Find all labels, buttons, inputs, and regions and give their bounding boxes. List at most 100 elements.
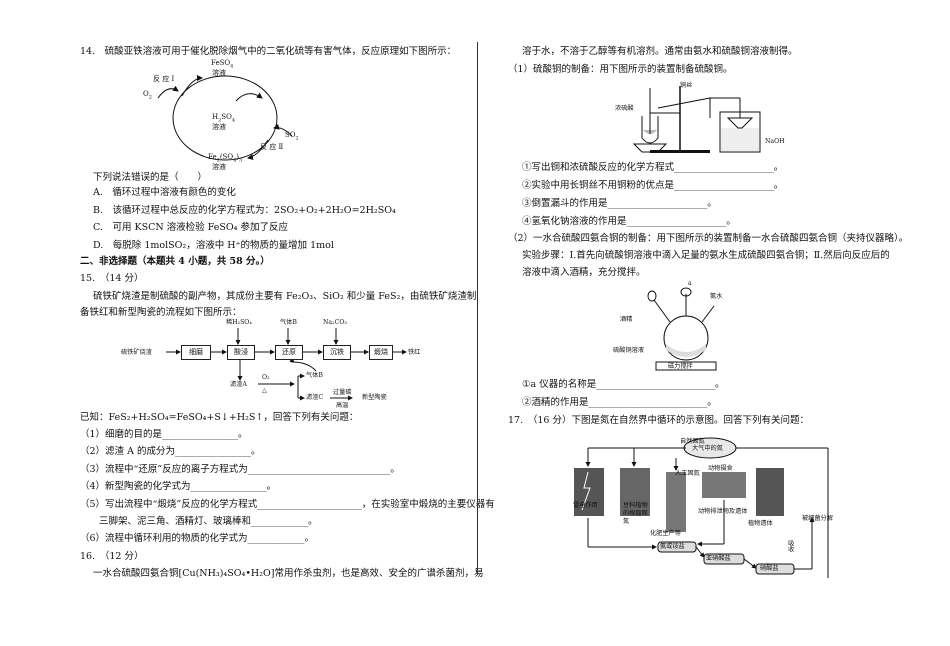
flow-end: 铁红: [408, 349, 421, 356]
q16-intro-cont: 溶于水，不溶于乙醇等有机溶剂。通常由氨水和硫酸铜溶液制得。: [522, 46, 798, 57]
q15-intro-1: 硫铁矿烧渣是制硫酸的副产物，其成份主要有 Fe₂O₃、SiO₂ 和少量 FeS₂…: [93, 291, 477, 302]
q14-option-d: D. 每脱除 1molSO₂，溶液中 H⁺的物质的量增加 1mol: [93, 240, 334, 251]
flow-step-acid-leach: 酸浸: [227, 345, 255, 360]
q15-q1: （1）细磨的目的是________________。: [80, 429, 248, 440]
animals-photo: [702, 472, 746, 498]
q16-part-1: （1）硫酸铜的制备：用下图所示的装置制备硫酸铜。: [508, 64, 733, 75]
bacteria-label: 被细菌分解: [802, 515, 833, 522]
copper-sulfate-apparatus: [632, 86, 761, 153]
q15-known: 已知：FeS₂+H₂SO₄=FeSO₄+S↓+H₂S↑，回答下列有关问题：: [80, 412, 359, 423]
h2so4-solution-label: 溶液: [212, 123, 226, 131]
flow-reagent-acid: 稀H₂SO₄: [226, 319, 252, 326]
magnetic-stirrer-label: 磁力搅拌: [668, 363, 693, 370]
flow-reagent-na2co3: Na₂CO₃: [323, 319, 347, 326]
q16-p1-q4: ④氢氧化钠溶液的作用是_____________________。: [522, 216, 736, 227]
flow-gas-b: 气体B: [306, 372, 323, 379]
flow-step-reduce: 还原: [275, 345, 303, 360]
h2so4-arrow: [235, 92, 263, 102]
q15-q4: （4）新型陶瓷的化学式为________________。: [80, 481, 277, 492]
ammonia-label: 氨水: [710, 293, 723, 300]
q14-option-c: C. 可用 KSCN 溶液检验 FeSO₄ 参加了反应: [93, 222, 289, 233]
q16-head: 16. （12 分）: [80, 551, 144, 562]
q15-flowchart-lines: [166, 328, 407, 401]
q16-intro-1: 一水合硫酸四氨合铜[Cu(NH₃)₄SO₄•H₂O]常用作杀虫剂，也是高效、安全…: [93, 568, 484, 579]
q15-head: 15. （14 分）: [80, 273, 144, 284]
q16-p1-q1: ①写出铜和浓硫酸反应的化学方程式_____________________。: [522, 162, 784, 173]
q14-option-a: A. 循环过程中溶液有颜色的变化: [93, 187, 236, 198]
natural-fixation-label: 自然固氮: [680, 438, 705, 445]
q16-p1-q3: ③倒置漏斗的作用是_____________________。: [522, 198, 717, 209]
q15-q2: （2）滤渣 A 的成分为________________。: [80, 446, 261, 457]
flow-step-precipitate: 沉铁: [323, 345, 351, 360]
legume-label: 豆科植物的根瘤固氮: [623, 502, 648, 525]
fe2so43-solution-label: 溶液: [212, 163, 226, 171]
cycle-arrow-1: [181, 75, 203, 97]
legume-photo: [620, 468, 650, 516]
air-n2-label: 大气中的氮: [692, 445, 723, 452]
nitrogen-cycle-diagram: [574, 437, 829, 578]
flow-step-grind: 细磨: [181, 345, 211, 360]
q15-intro-2: 备铁红和新型陶瓷的流程如下图所示：: [80, 307, 242, 318]
cycle-arrow-2: [247, 139, 269, 160]
nitrate-label: 硝酸盐: [760, 565, 779, 572]
q15-q3: （3）流程中“还原”反应的离子方程式为_____________________…: [80, 464, 400, 475]
q16-steps-1: 实验步骤：Ⅰ.首先向硫酸铜溶液中滴入足量的氨水生成硫酸四氨合铜；Ⅱ.然后向反应后…: [522, 250, 890, 261]
factory-photo: [666, 472, 686, 532]
h2so4-label: H2SO4: [212, 113, 236, 124]
flow-ceramic: 新型陶瓷: [362, 394, 387, 401]
cuso4-solution-label: 硫酸铜溶液: [613, 347, 644, 354]
plant-remains-label: 植物遗体: [748, 520, 773, 527]
q14-prompt: 下列说法错误的是（ ）: [93, 172, 208, 183]
lightning-label: 雷电作用: [573, 502, 598, 509]
q17-head: 17. （16 分）下图是氮在自然界中循环的示意图。回答下列有关问题：: [508, 415, 809, 426]
feso4-label: FeSO4: [211, 59, 234, 70]
fertilizer-label: 化肥生产等: [650, 530, 681, 537]
instrument-a-label: a: [688, 280, 692, 287]
column-divider: [477, 42, 478, 575]
naoh-label: NaOH: [765, 138, 785, 145]
q16-p1-q2: ②实验中用长铜丝不用铜粉的优点是_____________________。: [522, 180, 784, 191]
reaction-1-label: 反 应 Ⅰ: [153, 75, 175, 83]
cycle-ellipse: [172, 75, 278, 161]
flow-delta: △: [262, 387, 267, 394]
so2-arrow: [273, 123, 293, 137]
q16-p2-q2: ②酒精的作用是_________________________。: [522, 397, 717, 408]
flow-step-calcine: 煅烧: [369, 345, 393, 360]
animal-remains-label: 动物排泄物及遗体: [698, 508, 748, 515]
animal-eat-label: 动物摄食: [708, 465, 733, 472]
o2-label: O2: [143, 90, 152, 101]
flow-residue-c: 滤渣C: [306, 394, 324, 401]
q15-q5-cont: 三脚架、泥三角、酒精灯、玻璃棒和____________。: [80, 516, 318, 527]
artificial-fixation-label: 人工固氮: [675, 470, 700, 477]
flow-high-temp: 高温: [336, 402, 349, 409]
alcohol-label: 酒精: [620, 316, 633, 323]
q15-q5: （5）写出流程中“煅烧”反应的化学方程式____________________…: [80, 499, 495, 510]
absorb-label: 吸收: [786, 540, 794, 553]
q15-q6: （6）流程中循环利用的物质的化学式为____________。: [80, 533, 315, 544]
right-column: 溶于水，不溶于乙醇等有机溶剂。通常由氨水和硫酸铜溶液制得。 （1）硫酸铜的制备：…: [480, 0, 950, 646]
q14-option-b: B. 该循环过程中总反应的化学方程式为：2SO₂+O₂+2H₂O=2H₂SO₄: [93, 205, 396, 216]
conc-h2so4-label: 浓硫酸: [615, 105, 634, 112]
ammine-copper-apparatus: [647, 287, 717, 371]
q14-cycle-diagram: [157, 75, 293, 161]
nitrite-label: 亚硝酸盐: [706, 555, 731, 562]
flow-start: 硫铁矿烧渣: [121, 349, 152, 356]
flow-residue-a: 滤渣A: [230, 381, 247, 388]
q16-part-2: （2）一水合硫酸四氨合铜的制备：用下图所示的装置制备一水合硫酸四氨合铜（夹持仪器…: [508, 233, 909, 244]
flow-excess-carbon: 过量碳: [333, 389, 352, 396]
reaction-2-label: 反 应 Ⅱ: [260, 143, 284, 151]
feso4-solution-label: 溶液: [212, 69, 226, 77]
ammonium-label: 氨或铵盐: [660, 543, 685, 550]
plants-photo: [756, 468, 784, 516]
o2-arrow: [157, 85, 179, 99]
copper-wire-label: 铜丝: [680, 82, 693, 89]
section-2-heading: 二、非选择题（本题共 4 小题，共 58 分。）: [80, 256, 270, 267]
flow-o2: O₂: [262, 374, 270, 381]
left-column: 14. 硫酸亚铁溶液可用于催化脱除烟气中的二氧化硫等有害气体，反应原理如下图所示…: [80, 46, 495, 579]
fe2so43-label: Fe2(SO4)3: [208, 153, 243, 164]
q16-steps-2: 溶液中滴入酒精，充分搅拌。: [522, 267, 646, 278]
q16-p2-q1: ①a 仪器的名称是_________________________。: [522, 379, 725, 390]
flow-reagent-gasb: 气体B: [280, 319, 297, 326]
so2-label: SO2: [285, 131, 299, 142]
q14-stem: 14. 硫酸亚铁溶液可用于催化脱除烟气中的二氧化硫等有害气体，反应原理如下图所示…: [80, 46, 457, 57]
